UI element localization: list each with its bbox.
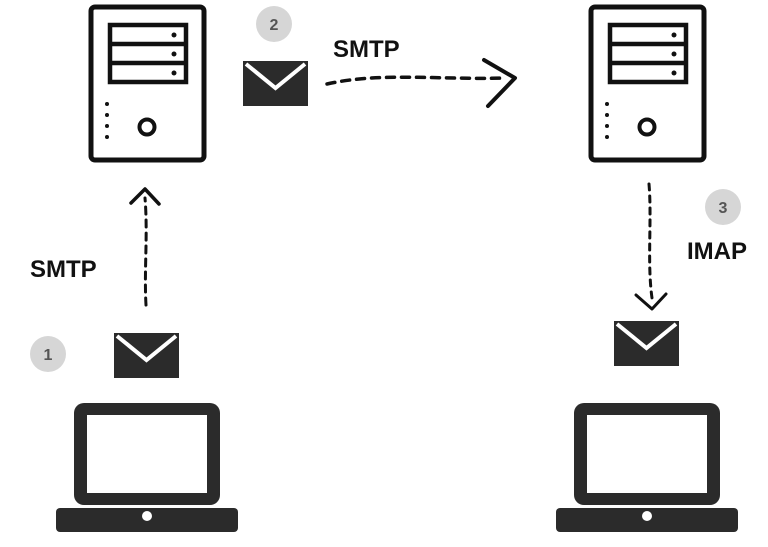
protocol-label-step-3: IMAP — [687, 238, 747, 265]
arrow-step-1-up — [129, 187, 161, 307]
sender-server-icon — [88, 4, 207, 163]
protocol-label-step-1: SMTP — [30, 256, 97, 283]
step-badge-2: 2 — [256, 6, 292, 42]
step-number-1: 1 — [44, 347, 53, 364]
sender-laptop-icon — [56, 403, 238, 532]
step-badge-3: 3 — [705, 189, 741, 225]
receiver-laptop-icon — [556, 403, 738, 532]
envelope-icon-step-3 — [614, 321, 679, 366]
arrow-step-2-right — [325, 58, 517, 108]
protocol-label-step-2: SMTP — [333, 36, 400, 63]
envelope-icon-step-2 — [243, 61, 308, 106]
envelope-icon-step-1 — [114, 333, 179, 378]
arrow-step-3-down — [634, 182, 668, 311]
step-number-2: 2 — [270, 17, 279, 34]
step-badge-1: 1 — [30, 336, 66, 372]
receiver-server-icon — [588, 4, 707, 163]
step-number-3: 3 — [719, 200, 728, 217]
